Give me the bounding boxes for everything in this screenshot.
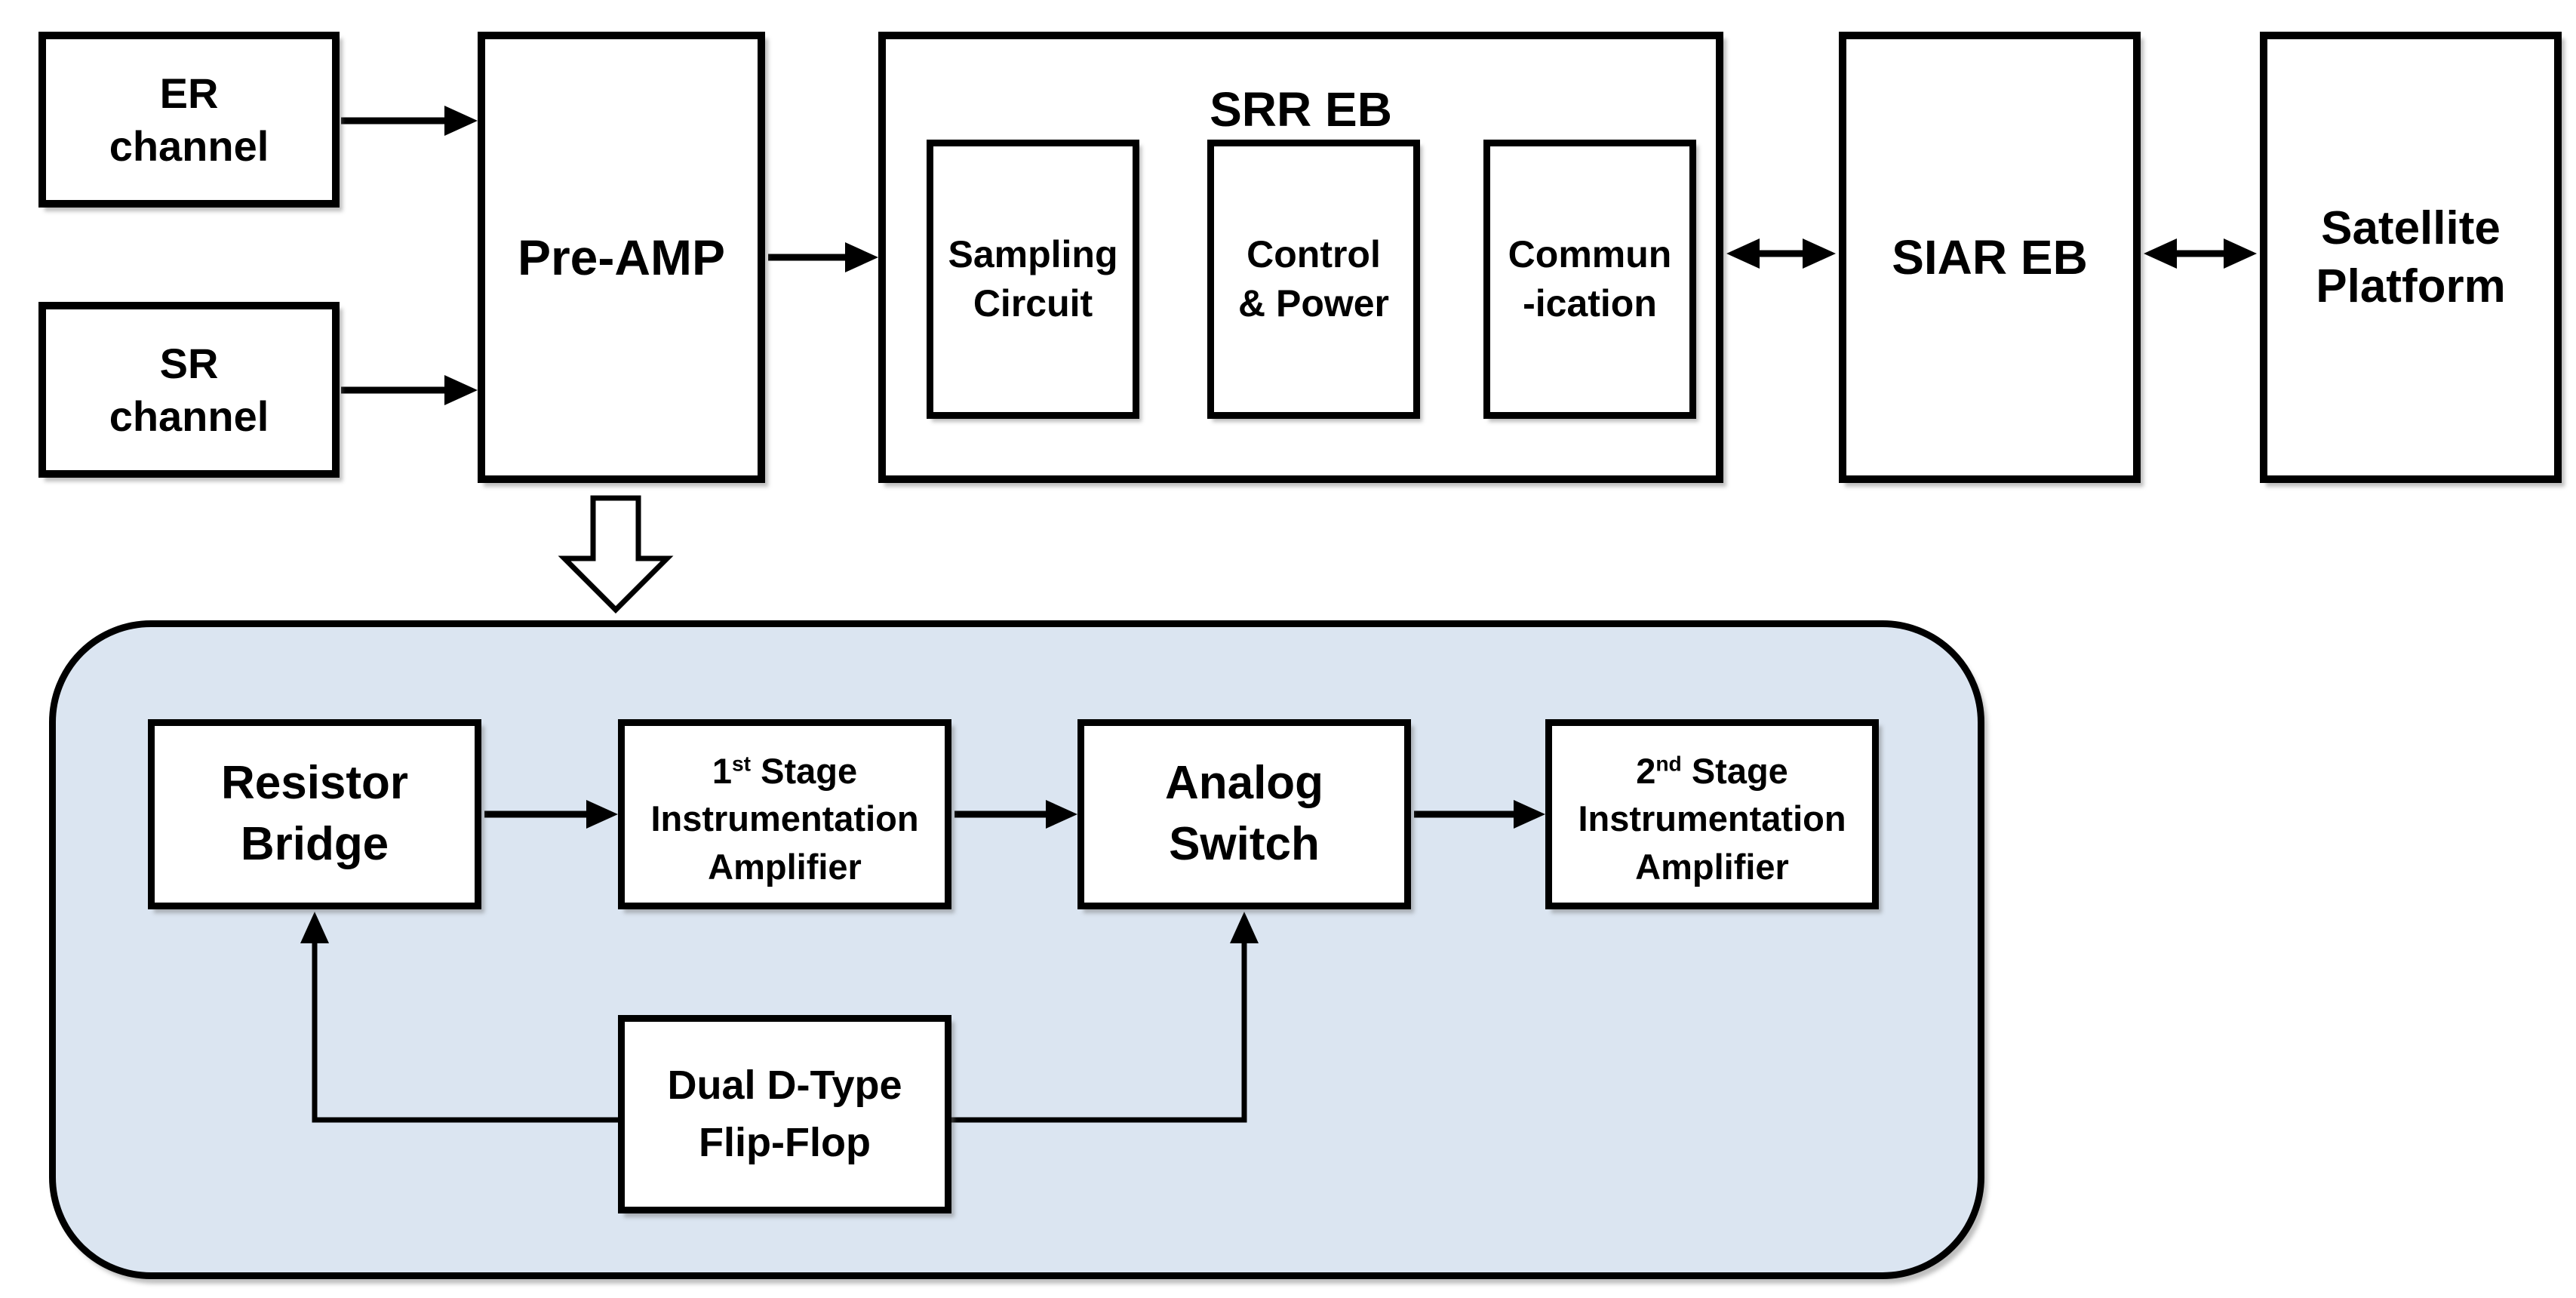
resistor-bridge-block: Resistor Bridge: [148, 719, 481, 909]
er-channel-label: ER channel: [109, 69, 269, 170]
arrow-preamp-to-srreb: [768, 242, 878, 272]
communication-label: Commun -ication: [1508, 233, 1672, 324]
stage1-line3: Amplifier: [708, 846, 862, 887]
stage1-line1: 1st Stage: [712, 751, 858, 791]
sr-channel-label: SR channel: [109, 339, 269, 440]
flip-flop-block: Dual D-Type Flip-Flop: [618, 1015, 951, 1213]
stage2-line2: Instrumentation: [1578, 798, 1846, 839]
control-power-label: Control & Power: [1237, 233, 1390, 324]
arrow-sr-to-preamp: [341, 375, 478, 405]
arrow-siareb-satellite-bidirectional: [2144, 238, 2257, 269]
stage1-ordinal-superscript: st: [732, 751, 752, 776]
siar-eb-block: SIAR EB: [1839, 32, 2141, 483]
srr-eb-block: SRR EB Sampling Circuit Control & Power …: [878, 32, 1723, 483]
arrow-er-to-preamp: [341, 106, 478, 136]
satellite-platform-label: Satellite Platform: [2316, 201, 2506, 313]
pre-amp-label: Pre-AMP: [517, 229, 726, 285]
er-channel-block: ER channel: [38, 32, 340, 208]
srr-eb-title: SRR EB: [1210, 82, 1392, 137]
satellite-platform-block: Satellite Platform: [2260, 32, 2562, 483]
pre-amp-block: Pre-AMP: [478, 32, 765, 483]
analog-switch-label: Analog Switch: [1164, 757, 1324, 870]
stage1-line2: Instrumentation: [650, 798, 919, 839]
communication-block: Commun -ication: [1483, 140, 1696, 419]
control-power-block: Control & Power: [1207, 140, 1420, 419]
resistor-bridge-label: Resistor Bridge: [220, 757, 409, 870]
stage1-amplifier-block: 1st Stage Instrumentation Amplifier: [618, 719, 951, 909]
sampling-circuit-label: Sampling Circuit: [948, 233, 1118, 324]
siar-eb-label: SIAR EB: [1892, 230, 2088, 285]
sampling-circuit-block: Sampling Circuit: [927, 140, 1139, 419]
arrow-srreb-siareb-bidirectional: [1726, 238, 1836, 269]
analog-switch-block: Analog Switch: [1077, 719, 1411, 909]
stage2-line3: Amplifier: [1635, 846, 1789, 887]
hollow-down-arrow: [558, 495, 674, 614]
stage2-ordinal-superscript: nd: [1655, 751, 1682, 776]
stage2-line1: 2nd Stage: [1636, 751, 1788, 791]
stage2-amplifier-block: 2nd Stage Instrumentation Amplifier: [1545, 719, 1879, 909]
sr-channel-block: SR channel: [38, 302, 340, 478]
flip-flop-label: Dual D-Type Flip-Flop: [667, 1062, 902, 1165]
